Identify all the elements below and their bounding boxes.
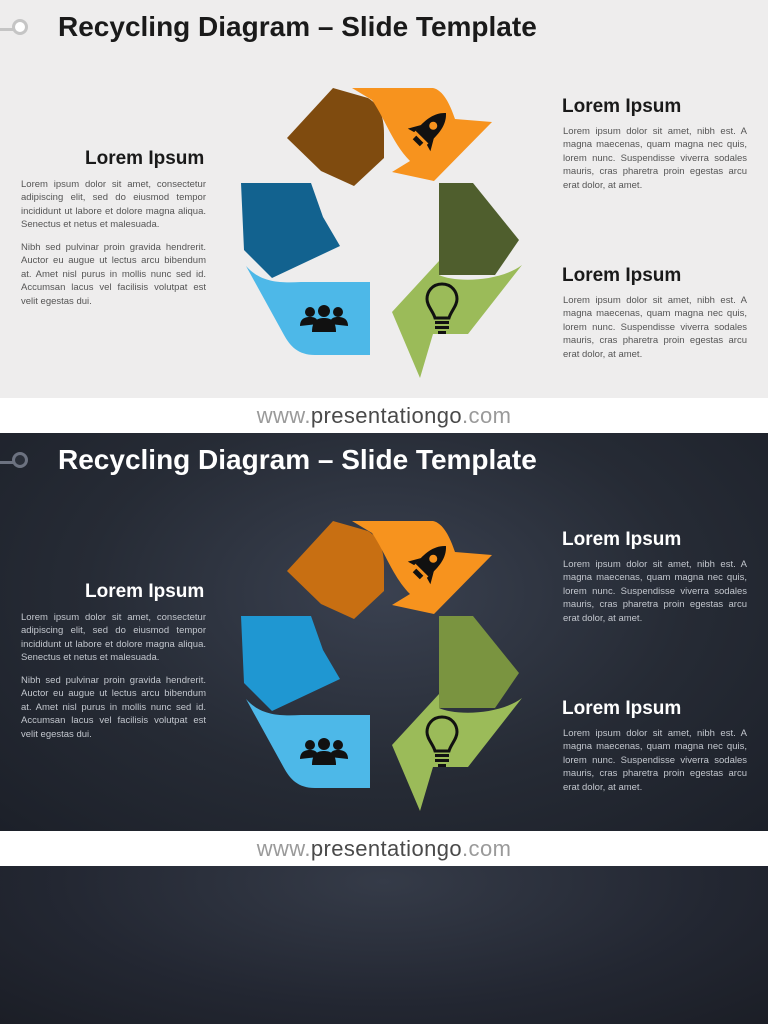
orange-arrow-tail [287,521,384,619]
right-top-paragraph: Lorem ipsum dolor sit amet, nibh est. A … [563,559,747,624]
bottom-background [0,866,768,1024]
rocket-icon [407,113,446,152]
right-bottom-paragraph: Lorem ipsum dolor sit amet, nibh est. A … [563,295,747,360]
right-top-heading: Lorem Ipsum [562,529,682,550]
rocket-icon [407,546,446,585]
recycling-diagram [241,88,522,378]
footer-prefix: www. [256,403,311,428]
footer-brand: presentationgo [310,836,463,861]
right-bottom-paragraph: Lorem ipsum dolor sit amet, nibh est. A … [563,728,747,793]
title-pin-line [0,28,16,31]
left-paragraph-2: Nibh sed pulvinar proin gravida hendreri… [21,242,206,307]
left-heading: Lorem Ipsum [85,148,205,169]
right-top-paragraph: Lorem ipsum dolor sit amet, nibh est. A … [563,126,747,191]
green-arrow-body [392,694,522,811]
footer-brand: presentationgo [310,403,463,428]
blue-arrow-tail [241,183,340,278]
slide-title: Recycling Diagram – Slide Template [58,444,537,475]
left-paragraph-2: Nibh sed pulvinar proin gravida hendreri… [21,675,206,740]
title-pin-line [0,461,16,464]
left-paragraph-1: Lorem ipsum dolor sit amet, consectetur … [21,179,206,231]
right-bottom-heading: Lorem Ipsum [562,698,682,719]
slide-light: Recycling Diagram – Slide Template Lorem… [0,0,768,398]
footer-website[interactable]: www.presentationgo.com [0,398,768,433]
slide-title: Recycling Diagram – Slide Template [58,11,537,42]
green-arrow-body [392,261,522,378]
recycling-diagram [241,521,522,811]
people-icon [300,305,348,332]
right-bottom-heading: Lorem Ipsum [562,265,682,286]
footer-suffix: .com [462,403,512,428]
blue-arrow-tail [241,616,340,711]
people-icon [300,738,348,765]
left-paragraph-1: Lorem ipsum dolor sit amet, consectetur … [21,612,206,664]
lightbulb-icon [425,282,459,334]
orange-arrow-tail [287,88,384,186]
green-arrow-tail [439,616,519,708]
footer-suffix: .com [462,836,512,861]
green-arrow-tail [439,183,519,275]
title-pin-icon [12,452,28,468]
title-pin-icon [12,19,28,35]
footer-website[interactable]: www.presentationgo.com [0,831,768,866]
footer-prefix: www. [256,836,311,861]
lightbulb-icon [425,715,459,767]
slide-dark: Recycling Diagram – Slide Template Lorem… [0,433,768,831]
left-heading: Lorem Ipsum [85,581,205,602]
right-top-heading: Lorem Ipsum [562,96,682,117]
